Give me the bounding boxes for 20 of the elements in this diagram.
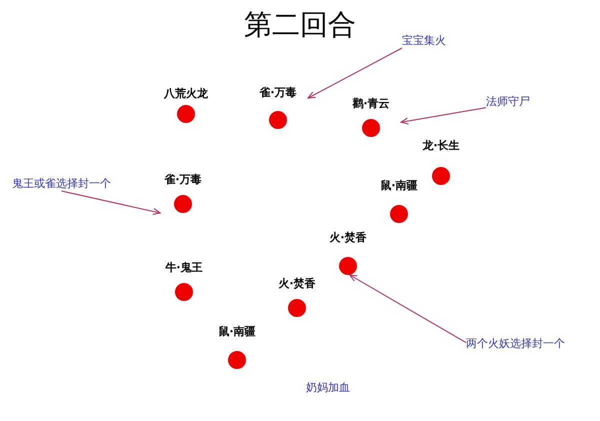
player-name: 鼠·南疆 bbox=[218, 325, 256, 339]
player-name: 八荒火龙 bbox=[164, 87, 208, 101]
player-name: 雀·万毒 bbox=[259, 86, 297, 100]
player-name: 火·焚香 bbox=[329, 231, 367, 245]
annotation-text: 宝宝集火 bbox=[402, 34, 446, 48]
player-name: 鹳·青云 bbox=[352, 97, 390, 111]
arrow bbox=[400, 107, 486, 124]
note-text: 奶妈加血 bbox=[306, 381, 350, 395]
annotation-text: 鬼王或雀选择封一个 bbox=[12, 177, 111, 191]
player-name: 鼠·南疆 bbox=[380, 179, 418, 193]
arrow bbox=[61, 190, 161, 215]
player-name: 火·焚香 bbox=[278, 277, 316, 291]
arrow bbox=[308, 48, 402, 99]
annotation-text: 两个火妖选择封一个 bbox=[466, 337, 565, 351]
annotation-text: 法师守尸 bbox=[486, 95, 530, 109]
player-name: 牛·鬼王 bbox=[165, 261, 203, 275]
diagram-title: 第二回合 bbox=[244, 8, 356, 42]
arrow bbox=[349, 274, 466, 344]
player-name: 雀·万毒 bbox=[164, 173, 202, 187]
player-name: 龙·长生 bbox=[422, 139, 460, 153]
